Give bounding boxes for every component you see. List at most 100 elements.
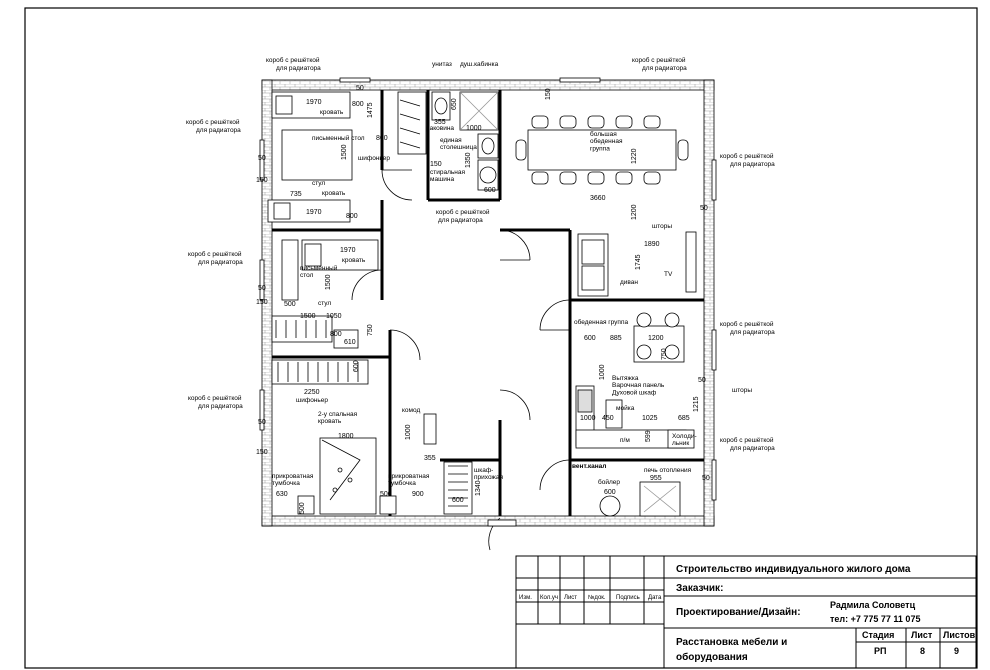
svg-text:685: 685 [678, 415, 690, 422]
svg-text:1890: 1890 [644, 241, 660, 248]
chest [423, 413, 437, 445]
label-dining-group: обеденная группа [574, 318, 628, 326]
svg-text:1500: 1500 [325, 274, 332, 290]
sink [605, 399, 623, 429]
svg-text:для радиатора: для радиатора [642, 65, 687, 72]
svg-text:для радиатора: для радиатора [276, 65, 321, 72]
svg-text:610: 610 [344, 339, 356, 346]
label-wardrobe-2: шифоньер [296, 397, 328, 404]
dimension-labels: 1970 800 1475 355 650 1000 1500 735 800 … [256, 85, 710, 514]
svg-text:650: 650 [451, 98, 458, 110]
svg-text:для радиатора: для радиатора [196, 127, 241, 134]
svg-text:355: 355 [424, 455, 436, 462]
nightstand-right [379, 495, 397, 515]
radiator-label-9: короб с решёткой [720, 436, 774, 444]
label-shower: душ.кабинка [460, 60, 499, 68]
svg-text:1500: 1500 [300, 313, 316, 320]
rev-header-2: Кол.уч [540, 595, 558, 601]
svg-text:750: 750 [661, 348, 668, 360]
svg-text:600: 600 [484, 187, 496, 194]
svg-text:1000: 1000 [466, 125, 482, 132]
svg-text:1215: 1215 [693, 396, 700, 412]
svg-text:оборудования: оборудования [676, 651, 748, 663]
title-block-text: Изм. Кол.уч Лист №док. Подпись Дата Стро… [519, 564, 976, 663]
svg-text:885: 885 [610, 335, 622, 342]
label-curtain-1: шторы [652, 223, 672, 230]
label-cabinet: п/м [620, 437, 630, 444]
svg-text:735: 735 [290, 191, 302, 198]
svg-text:для радиатора: для радиатора [730, 161, 775, 168]
svg-text:900: 900 [412, 491, 424, 498]
radiator-label-5: короб с решёткой [632, 56, 686, 64]
title-block [515, 555, 977, 669]
svg-text:500: 500 [284, 301, 296, 308]
svg-text:1000: 1000 [405, 424, 412, 440]
svg-text:для радиатора: для радиатора [730, 329, 775, 336]
svg-text:150: 150 [545, 88, 552, 100]
label-fridge: Холоди-льник [672, 433, 697, 447]
windows [259, 77, 717, 501]
svg-text:1220: 1220 [631, 148, 638, 164]
wardrobe-1 [397, 91, 427, 155]
internal-walls [272, 90, 704, 516]
doors [351, 169, 571, 551]
label-stove: печь отопления [644, 467, 692, 474]
svg-text:800: 800 [352, 101, 364, 108]
svg-text:150: 150 [430, 161, 442, 168]
svg-text:600: 600 [353, 360, 360, 372]
svg-text:800: 800 [330, 331, 342, 338]
radiator-label-6: короб с решёткой [436, 208, 490, 216]
svg-text:1800: 1800 [338, 433, 354, 440]
svg-text:355: 355 [434, 119, 446, 126]
label-bed-2: кровать [322, 190, 346, 197]
dining-furniture [515, 115, 689, 185]
label-curtain-2: шторы [732, 387, 752, 394]
label-desk-1: письменный стол [312, 134, 365, 142]
label-chair-2: стул [318, 300, 331, 307]
radiator-label-3: короб с решёткой [188, 250, 242, 258]
svg-text:955: 955 [650, 475, 662, 482]
plan-labels: кровать письменный стол стул кровать шиф… [272, 60, 752, 487]
bedroom-3-furniture [271, 359, 437, 515]
label-wardrobe-1: шифоньер [358, 155, 390, 162]
sheet-frame [24, 7, 978, 669]
radiator-label-1: короб с решёткой [266, 56, 320, 64]
radiator-callouts: короб с решёткой для радиатора короб с р… [186, 56, 775, 452]
svg-text:800: 800 [376, 135, 388, 142]
bedroom-2-furniture [271, 239, 379, 349]
stage-header: Стадия [862, 630, 894, 640]
designer-name: Радмила Соловетц [830, 600, 916, 610]
label-chest: комод [402, 407, 420, 414]
svg-text:1475: 1475 [367, 102, 374, 118]
svg-text:2250: 2250 [304, 389, 320, 396]
sheet-header: Лист [911, 630, 933, 640]
wardrobe-2 [271, 315, 333, 343]
sheets-value: 9 [954, 646, 959, 656]
svg-text:3660: 3660 [590, 195, 606, 202]
svg-text:1970: 1970 [306, 209, 322, 216]
rev-header-4: №док. [588, 594, 606, 601]
svg-text:1970: 1970 [306, 99, 322, 106]
rev-header-3: Лист [564, 595, 577, 601]
svg-text:600: 600 [604, 489, 616, 496]
svg-text:599: 599 [645, 430, 652, 442]
fridge [667, 429, 695, 449]
boiler [599, 495, 621, 517]
rev-header-6: Дата [648, 595, 662, 601]
label-bed-1: кровать [320, 109, 344, 116]
radiator-label-4: короб с решёткой [188, 394, 242, 402]
radiator-label-7: короб с решёткой [720, 152, 774, 160]
bathroom-furniture [431, 91, 499, 191]
svg-text:для радиатора: для радиатора [438, 217, 483, 224]
rev-header-5: Подпись [616, 595, 640, 601]
svg-text:150: 150 [256, 449, 268, 456]
label-washbasin: раковина [426, 125, 454, 132]
svg-text:150: 150 [256, 299, 268, 306]
